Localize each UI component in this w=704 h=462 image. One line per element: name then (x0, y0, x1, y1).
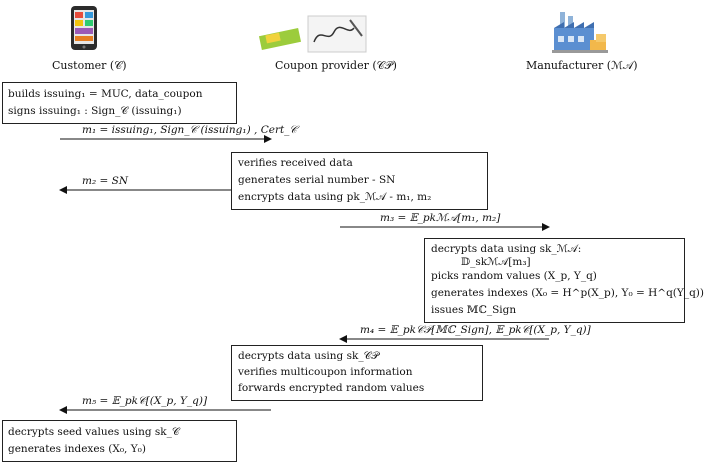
box-line: builds issuing₁ = MUC, data_coupon (8, 88, 203, 100)
box-line: generates indexes (X₀, Y₀) (8, 443, 146, 455)
box-line: decrypts seed values using sk_𝒞 (8, 426, 180, 438)
message-m5: m₅ = 𝔼_pk𝒞[(X_p, Y_q)] (82, 395, 208, 407)
box-line: decrypts data using sk_𝒞𝒫 (238, 350, 379, 362)
customer-issuing-box: builds issuing₁ = MUC, data_coupon signs… (2, 82, 237, 124)
message-m1: m₁ = issuing₁, Sign_𝒞 (issuing₁) , Cert_… (82, 124, 298, 136)
box-line: verifies multicoupon information (238, 366, 413, 378)
message-m3: m₃ = 𝔼_pkℳ𝒜[m₁, m₂] (380, 212, 501, 224)
box-line: forwards encrypted random values (238, 382, 425, 394)
actor-coupon-provider-label: Coupon provider (𝒞𝒫) (275, 59, 397, 72)
box-line: verifies received data (238, 157, 353, 169)
actor-customer-label: Customer (𝒞) (52, 59, 127, 72)
smartphone-icon (68, 4, 102, 52)
message-m4: m₄ = 𝔼_pk𝒞𝒫[𝕄ℂ_Sign], 𝔼_pk𝒞[(X_p, Y_q)] (360, 324, 591, 336)
box-line: issues 𝕄ℂ_Sign (431, 304, 517, 316)
message-m2: m₂ = SN (82, 175, 129, 187)
box-line: encrypts data using pk_ℳ𝒜 - m₁, m₂ (238, 191, 432, 203)
actor-manufacturer-label: Manufacturer (ℳ𝒜) (526, 59, 638, 72)
box-line: generates serial number - SN (238, 174, 396, 186)
box-line: signs issuing₁ : Sign_𝒞 (issuing₁) (8, 105, 182, 117)
customer-final-box: decrypts seed values using sk_𝒞 generate… (2, 420, 237, 462)
box-line: decrypts data using sk_ℳ𝒜: (431, 243, 582, 255)
coupon-provider-verify-box: verifies received data generates serial … (231, 152, 488, 210)
factory-icon (550, 6, 610, 56)
coupon-provider-forward-box: decrypts data using sk_𝒞𝒫 verifies multi… (231, 345, 483, 401)
manufacturer-process-box: decrypts data using sk_ℳ𝒜: 𝔻_skℳ𝒜[m₃] pi… (424, 238, 704, 323)
box-line: generates indexes (X₀ = H^p(X_p), Y₀ = H… (431, 287, 704, 299)
box-line: 𝔻_skℳ𝒜[m₃] (461, 256, 531, 268)
box-line: picks random values (X_p, Y_q) (431, 270, 597, 282)
coupon-signature-icon (258, 14, 368, 54)
